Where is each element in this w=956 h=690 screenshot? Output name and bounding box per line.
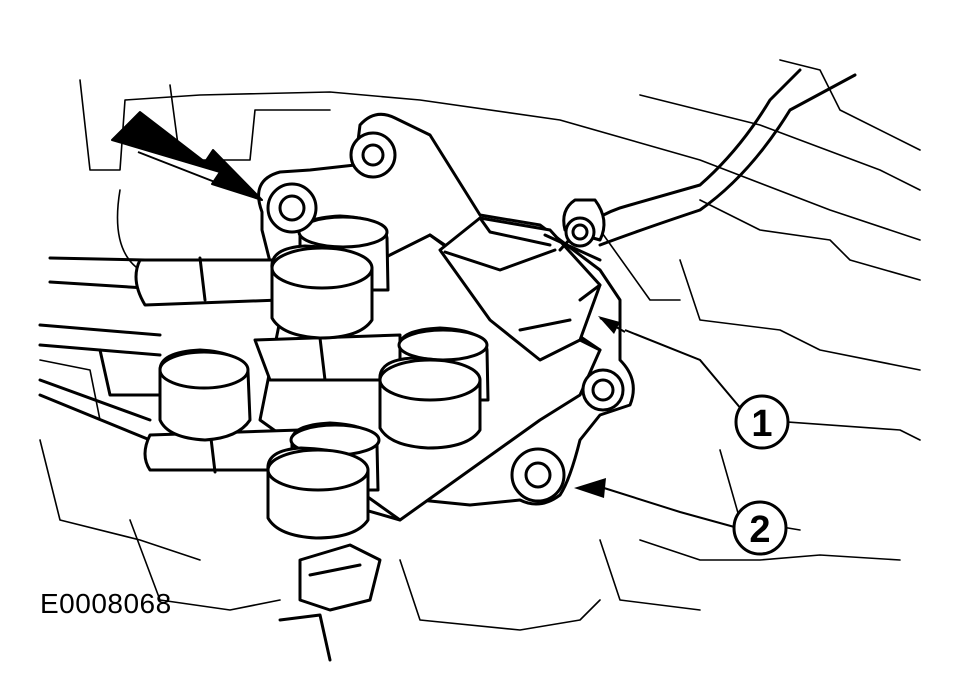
callout-2-label: 2 (749, 509, 770, 551)
engine-background (39, 59, 921, 631)
mounting-bolts (266, 131, 625, 503)
coil-mounting-flange (257, 112, 635, 522)
boot-4 (266, 421, 381, 540)
direction-arrow (111, 111, 263, 201)
boot-2 (378, 326, 490, 450)
callout-1-label: 1 (751, 403, 772, 445)
bolt-top-left (266, 182, 318, 234)
spark-plug-boots (158, 214, 490, 540)
bolt-bottom (510, 447, 566, 503)
lower-bracket (278, 543, 382, 662)
figure-code: E0008068 (40, 588, 172, 619)
ht-leads (38, 256, 402, 474)
bolt-top (349, 131, 397, 179)
bolt-right (581, 368, 625, 412)
callout-2: 2 (574, 478, 788, 556)
callout-1: 1 (598, 316, 790, 450)
electrical-connector (438, 216, 602, 362)
bolt-connector (564, 216, 596, 248)
boot-1 (270, 214, 390, 340)
boot-3 (158, 348, 252, 442)
